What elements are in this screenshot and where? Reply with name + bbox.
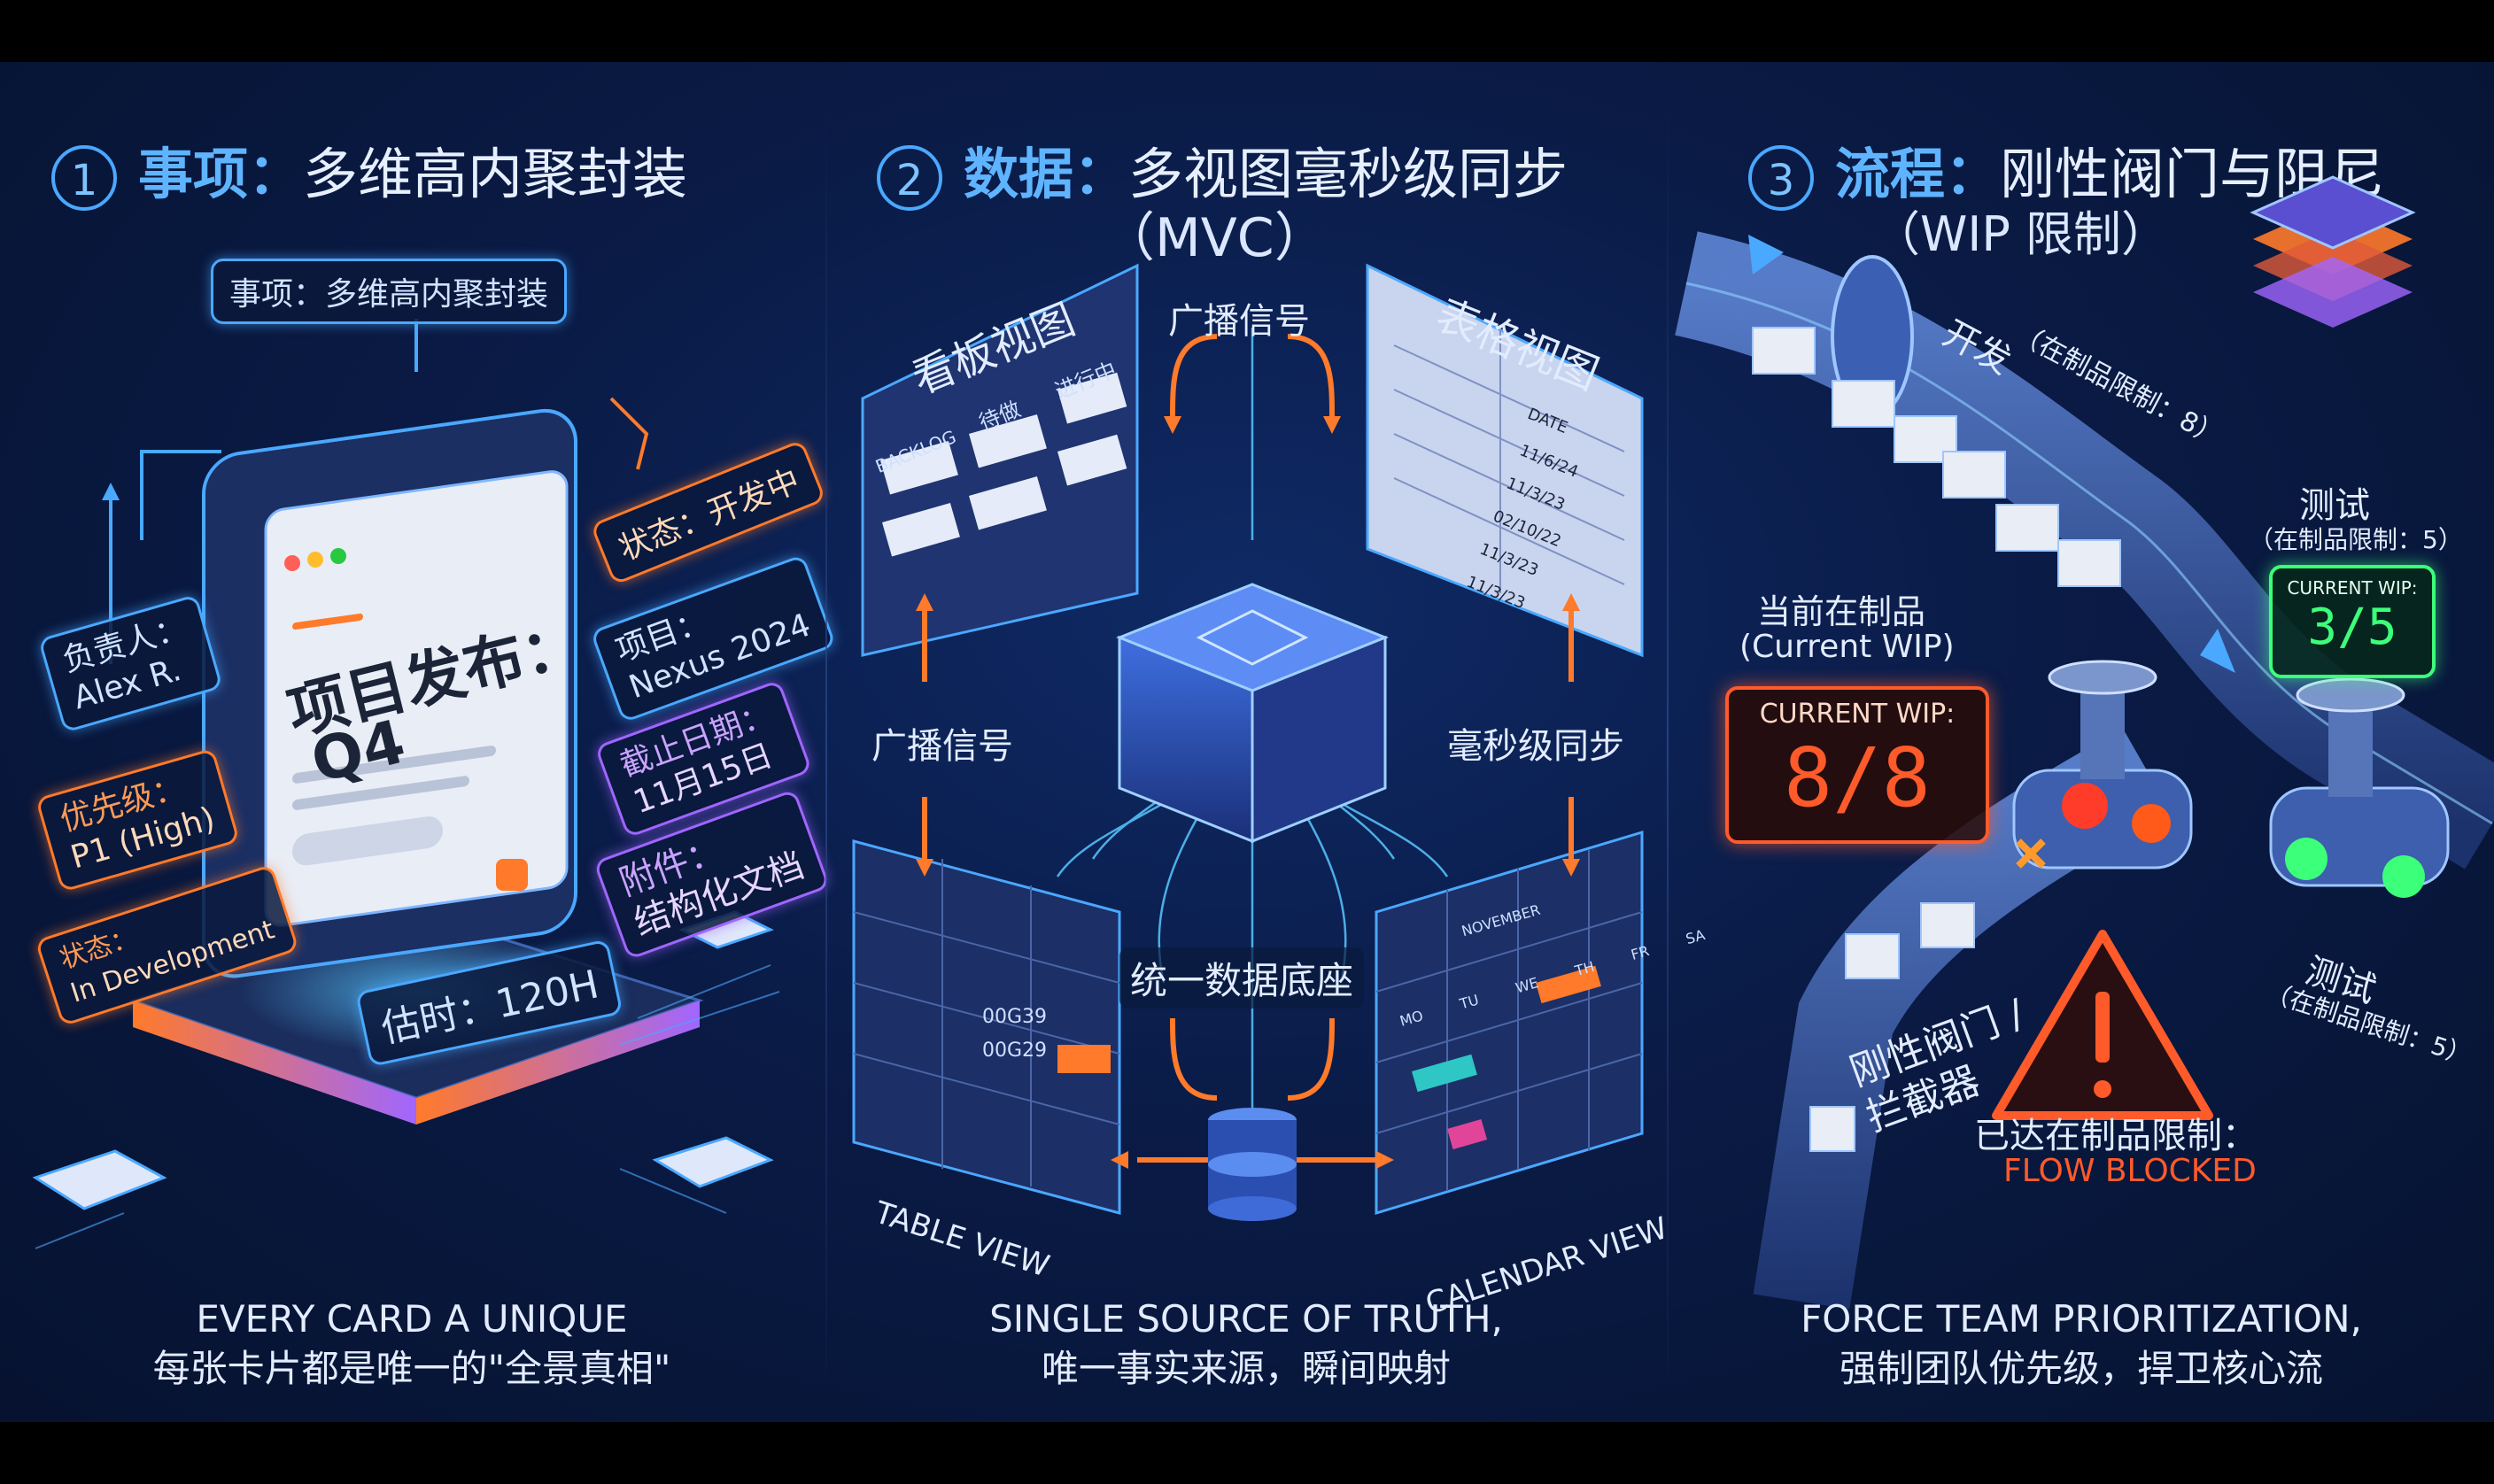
mvc-illustration — [852, 263, 1644, 1221]
pipeline-illustration — [1675, 175, 2494, 1310]
flow-blocked: FLOW BLOCKED — [2003, 1153, 2257, 1189]
panel1-footer: EVERY CARD A UNIQUE 每张卡片都是唯一的"全景真相" — [152, 1297, 671, 1390]
panel2-subtitle: （MVC） — [1102, 207, 1328, 269]
sync-right-label: 毫秒级同步 — [1447, 726, 1624, 767]
step-number: 2 — [877, 144, 942, 211]
test-stage-top-label: 测试 — [2299, 485, 2370, 526]
header-tag: 事项：多维高内聚封装 — [211, 259, 568, 324]
infographic: 1 事项：多维高内聚封装 — [0, 62, 2494, 1422]
current-wip-en: (Current WIP) — [1739, 629, 1955, 665]
panel-items: 1 事项：多维高内聚封装 — [0, 62, 837, 1422]
test-wip-badge: CURRENT WIP: 3/5 — [2269, 565, 2436, 678]
divider — [1667, 115, 1669, 1372]
blocked-cn: 已达在制品限制： — [1974, 1116, 2258, 1156]
panel3-footer: FORCE TEAM PRIORITIZATION, 强制团队优先级，捍卫核心流 — [1801, 1297, 2362, 1390]
core-label: 统一数据底座 — [1119, 947, 1365, 1009]
panel2-footer: SINGLE SOURCE OF TRUTH, 唯一事实来源，瞬间映射 — [989, 1297, 1503, 1390]
panel3-subtitle: （WIP 限制） — [1872, 206, 2170, 262]
step-number: 1 — [51, 144, 117, 211]
broadcast-top-label: 广播信号 — [1168, 301, 1310, 342]
step-number: 3 — [1748, 144, 1814, 211]
dev-wip-badge: CURRENT WIP: 8/8 — [1725, 686, 1989, 844]
broadcast-left-label: 广播信号 — [871, 726, 1013, 767]
current-wip-cn: 当前在制品 — [1757, 592, 1926, 631]
test-wip-limit-top: （在制品限制：5） — [2249, 525, 2463, 554]
divider — [825, 115, 827, 1372]
